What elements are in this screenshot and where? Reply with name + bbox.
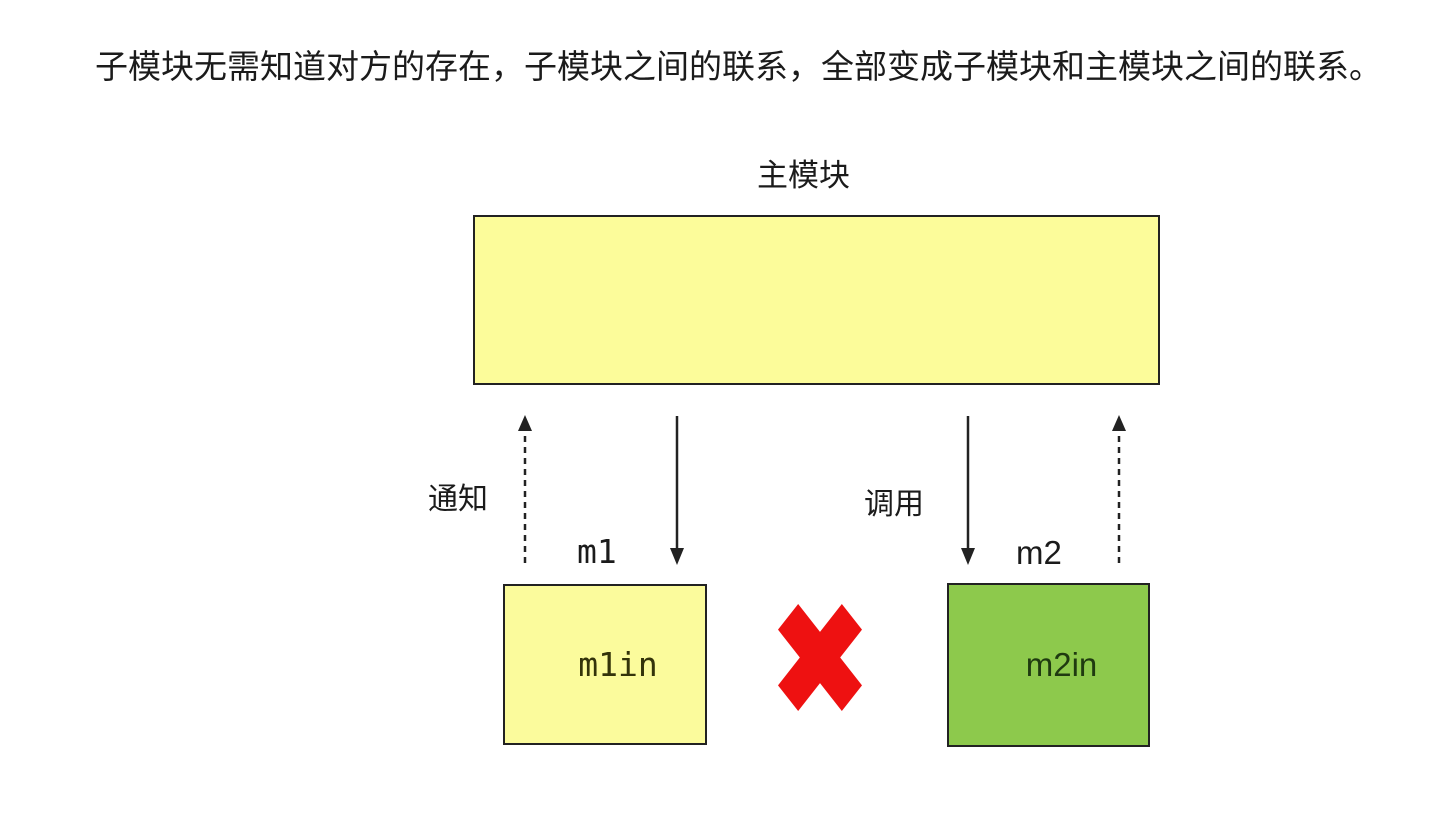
notify-up-arrow-left: [518, 415, 532, 563]
notify-up-arrow-right: [1112, 415, 1126, 563]
notify-label: 通知: [428, 483, 488, 516]
m2-module-box: m2in: [947, 583, 1150, 747]
red-x-icon: [778, 604, 862, 711]
m2-module-label: m2: [1016, 534, 1062, 571]
m2-inner-label: m2in: [1025, 646, 1098, 683]
call-label: 调用: [864, 488, 924, 521]
call-down-arrow-left: [670, 416, 684, 565]
main-module-box: [473, 215, 1160, 385]
main-module-label: 主模块: [757, 158, 850, 193]
m1-inner-label: m1in: [578, 645, 658, 684]
m1-module-box: m1in: [503, 584, 707, 745]
m1-module-label: m1: [577, 532, 617, 571]
call-down-arrow-right: [961, 416, 975, 565]
caption-text: 子模块无需知道对方的存在，子模块之间的联系，全部变成子模块和主模块之间的联系。: [95, 48, 1382, 85]
